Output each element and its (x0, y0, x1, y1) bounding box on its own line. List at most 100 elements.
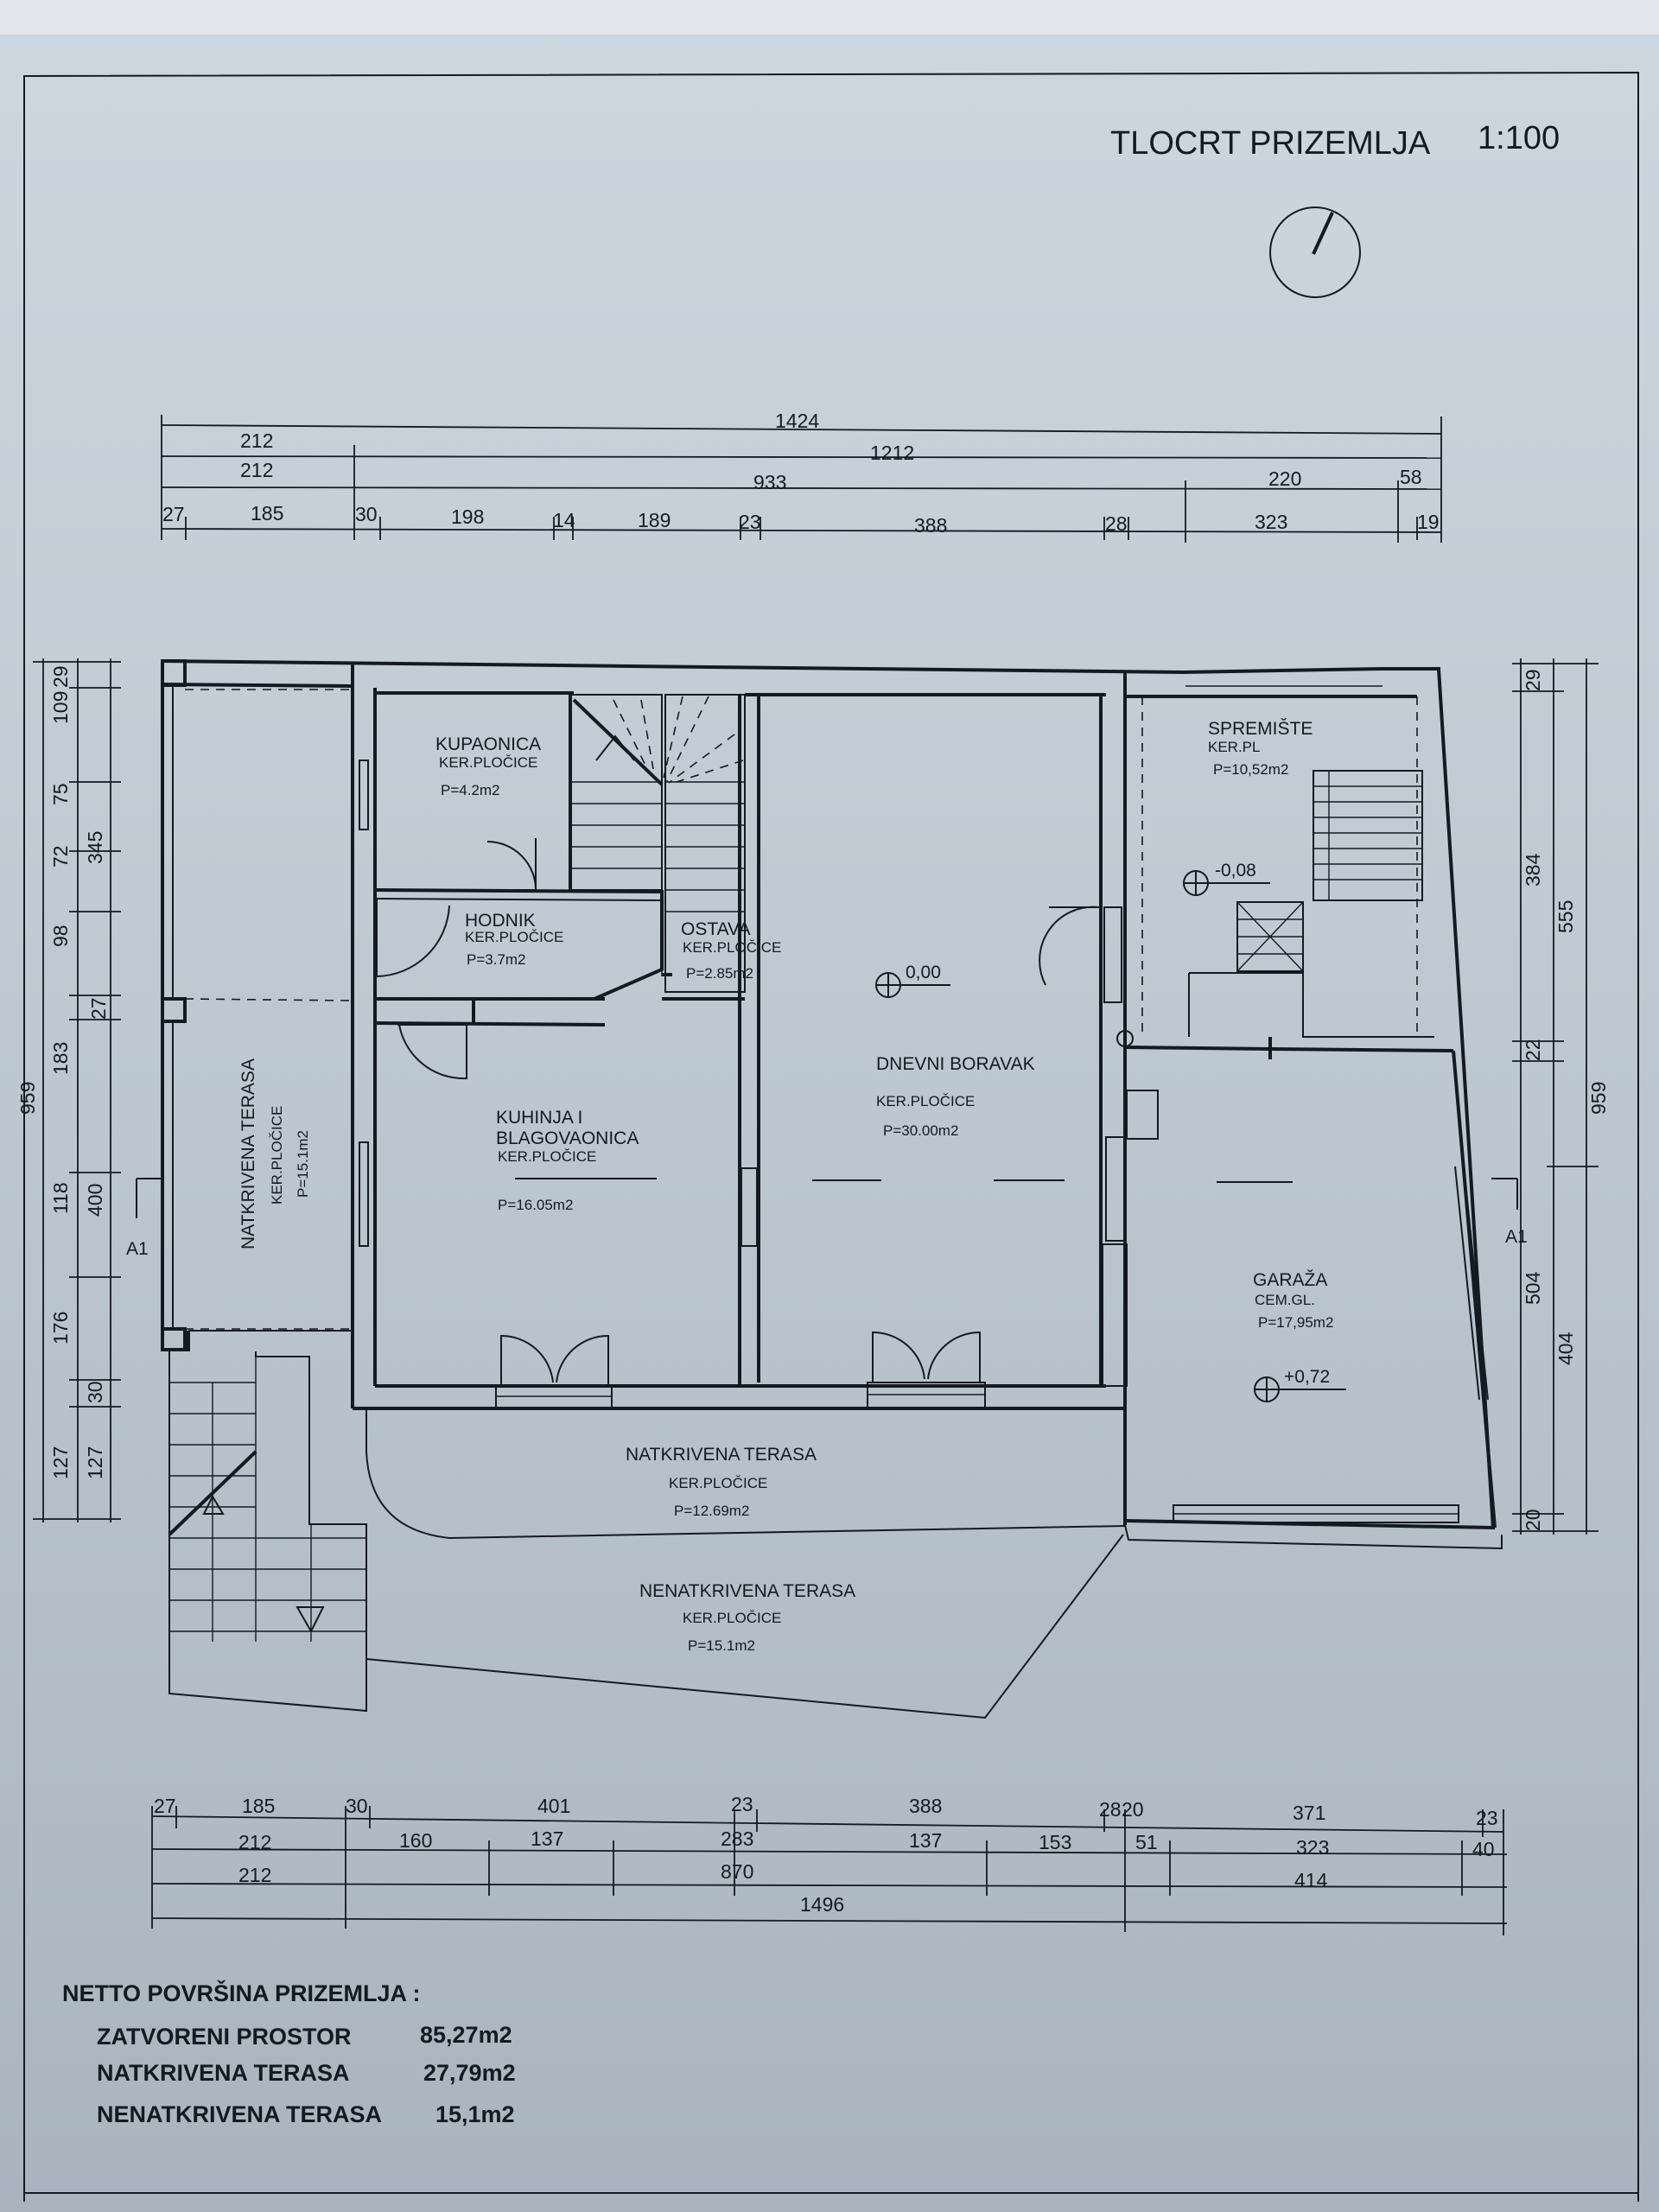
dim-bot-r1-10: 23 (1476, 1807, 1498, 1829)
room-area: P=17,95m2 (1258, 1314, 1333, 1331)
room-name: KUPAONICA (435, 734, 541, 754)
dim-top-r4-6: 189 (638, 509, 671, 531)
room-name: NATKRIVENA TERASA (626, 1445, 817, 1465)
dim-top-r4-11: 19 (1417, 511, 1440, 533)
dim-bot-r1-4: 401 (537, 1795, 570, 1817)
north-arrow-icon (1269, 207, 1361, 298)
dim-bot-r2-7: 51 (1135, 1831, 1158, 1853)
dim-top-r4-2: 185 (251, 502, 283, 524)
dim-right-in-3: 22 (1522, 1039, 1544, 1061)
dim-bot-r2-4: 283 (721, 1827, 753, 1850)
room-area: P=10,52m2 (1213, 761, 1288, 778)
svg-text:A1: A1 (1505, 1227, 1528, 1247)
stair-up-arrow-icon (202, 1494, 225, 1515)
dimension-chain-right: 29 384 22 504 20 555 404 959 (1512, 658, 1610, 1535)
area-summary: NETTO POVRŠINA PRIZEMLJA : ZATVORENI PRO… (62, 1980, 516, 2127)
room-area: P=3.7m2 (467, 951, 526, 968)
dim-left-total: 959 (16, 1082, 39, 1115)
summary-label: NATKRIVENA TERASA (97, 2060, 350, 2086)
room-area: P=2.85m2 (686, 965, 753, 982)
dim-bot-r1-2: 185 (242, 1795, 275, 1817)
dim-bot-r3-2: 870 (721, 1860, 753, 1883)
dim-right-in-2: 384 (1522, 853, 1544, 887)
room-name: HODNIK (465, 911, 536, 931)
section-marker-right: A1 (1491, 1178, 1528, 1247)
level-value: -0,08 (1215, 861, 1256, 880)
dim-left-in-9: 176 (49, 1312, 72, 1344)
dim-left-in-11: 127 (49, 1446, 72, 1479)
dim-bot-r2-5: 137 (909, 1829, 942, 1852)
dimension-chain-bottom: 27 185 30 401 23 388 28 20 371 23 212 16… (151, 1793, 1508, 1936)
dim-left-in-6: 27 (87, 997, 110, 1020)
dim-bot-r2-8: 323 (1296, 1836, 1329, 1859)
drawing-scale: 1:100 (1478, 120, 1560, 156)
room-finish: KER.PLOČICE (465, 929, 563, 945)
room-finish: CEM.GL. (1255, 1292, 1315, 1308)
dim-left-in-7: 183 (49, 1042, 72, 1075)
dim-left-in-8: 118 (49, 1182, 72, 1214)
section-marker-left: A1 (126, 1178, 161, 1259)
room-labels: KUPAONICA KER.PLOČICE P=4.2m2 HODNIK KER… (238, 719, 1333, 1654)
room-name: OSTAVA (681, 919, 751, 939)
dim-bot-r1-6: 388 (909, 1795, 942, 1817)
dim-bot-r1-9: 371 (1293, 1802, 1325, 1824)
room-name-line2: BLAGOVAONICA (496, 1128, 639, 1148)
svg-text:A1: A1 (126, 1239, 149, 1259)
drawing-frame (23, 71, 1639, 2202)
dim-left-mid-3: 127 (84, 1446, 106, 1479)
dim-top-r4-9: 28 (1105, 512, 1128, 535)
dim-top-r4-4: 198 (451, 505, 484, 528)
dim-bot-r2-3: 137 (531, 1827, 563, 1850)
dim-right-in-4: 504 (1522, 1271, 1544, 1305)
room-finish: KER.PLOČICE (683, 1610, 781, 1626)
room-finish: KER.PLOČICE (683, 939, 781, 956)
dim-top-r3-b: 933 (753, 471, 786, 493)
summary-heading: NETTO POVRŠINA PRIZEMLJA : (62, 1980, 421, 2006)
level-value: 0,00 (906, 963, 941, 982)
room-name: NATKRIVENA TERASA (238, 1058, 258, 1249)
dim-left-in-3: 75 (49, 783, 72, 805)
dim-right-total: 959 (1587, 1082, 1610, 1115)
dim-right-in-1: 29 (1522, 669, 1544, 691)
drawing-title: TLOCRT PRIZEMLJA (1110, 125, 1431, 162)
dim-bot-r1-8: 20 (1122, 1798, 1144, 1821)
dim-top-r4-1: 27 (162, 503, 185, 525)
dim-bot-r1-7: 28 (1099, 1798, 1122, 1821)
room-finish: KER.PLOČICE (439, 754, 537, 771)
dim-top-r2-b: 1212 (870, 442, 914, 464)
dimension-chain-top: 1424 212 1212 212 933 220 58 27 185 30 1… (161, 410, 1442, 543)
dim-left-mid-2: 400 (84, 1184, 106, 1217)
dim-top-r3-a: 212 (240, 459, 273, 481)
dim-left-mid-1: 345 (84, 831, 106, 864)
level-marker: 0,00 (875, 963, 950, 998)
dim-bot-r2-1: 212 (238, 1831, 271, 1853)
room-name: DNEVNI BORAVAK (876, 1054, 1035, 1074)
stair-down-arrow-icon (296, 1606, 325, 1634)
kitchen-double-door (495, 1334, 613, 1409)
dim-top-r4-3: 30 (355, 503, 378, 525)
floor-plan: A1 A1 (126, 659, 1528, 1719)
dim-top-r4-8: 388 (914, 514, 947, 537)
room-finish: KER.PLOČICE (876, 1093, 975, 1109)
room-area: P=15.1m2 (688, 1637, 755, 1654)
summary-value: 15,1m2 (435, 2101, 515, 2127)
dim-bot-r3-3: 414 (1294, 1869, 1328, 1891)
room-name: GARAŽA (1253, 1270, 1327, 1290)
dim-top-total: 1424 (775, 410, 819, 432)
summary-label: NENATKRIVENA TERASA (97, 2101, 382, 2127)
dim-left-in-5: 98 (49, 925, 72, 947)
summary-value: 27,79m2 (423, 2060, 516, 2086)
dim-top-r4-5: 14 (553, 509, 575, 531)
dim-top-r3-c: 220 (1268, 467, 1301, 490)
dim-left-in-10: 30 (84, 1381, 106, 1403)
dim-left-in-4: 72 (49, 845, 72, 868)
dim-bot-r2-6: 153 (1039, 1831, 1071, 1853)
room-area: P=30.00m2 (883, 1122, 958, 1139)
dimension-chain-left: 959 345 400 127 29 109 75 72 98 27 183 1… (16, 658, 121, 1522)
dim-top-r4-10: 323 (1255, 511, 1287, 533)
room-area: P=16.05m2 (498, 1197, 573, 1213)
room-area: P=4.2m2 (441, 782, 500, 798)
dim-right-in-5: 20 (1522, 1509, 1544, 1531)
dim-top-r3-d: 58 (1400, 466, 1422, 488)
